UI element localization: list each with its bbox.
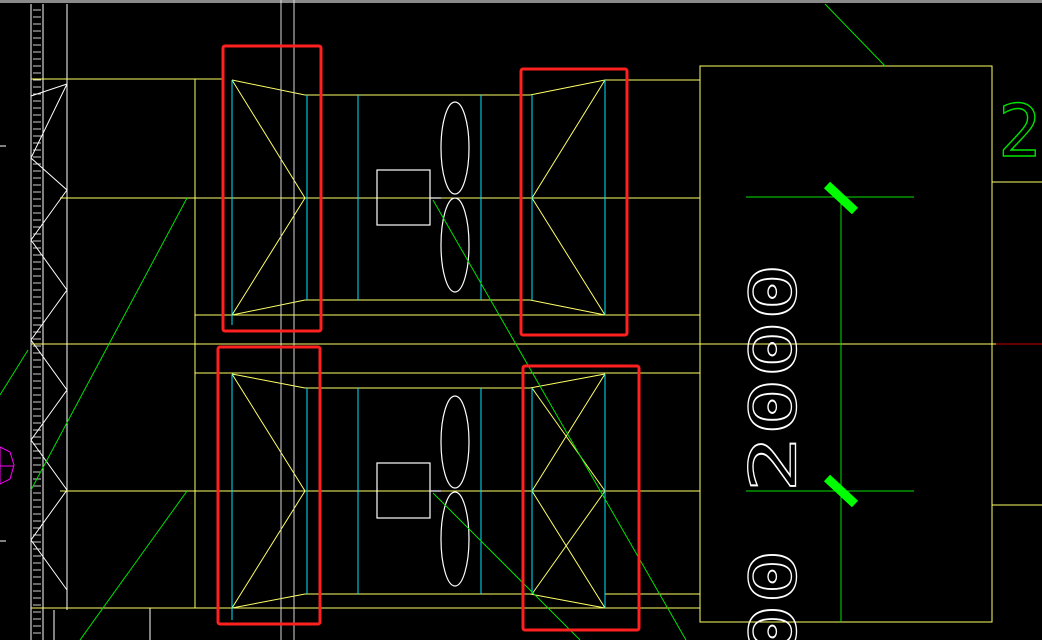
highlight-coil-bottom-left[interactable] [216,345,322,626]
window-top-edge [0,0,1042,3]
dimension-text: 2000 [738,263,812,493]
duct-outlines [31,65,1042,623]
guide-lines [280,0,295,640]
dimension-label-2000: 2000 [737,262,812,493]
fan-unit-top[interactable] [376,101,470,293]
damper-slash-icon [823,474,859,508]
highlight-coil-top-left[interactable] [221,44,323,333]
hexagon-marker-icon[interactable] [0,446,15,485]
partial-dimension-text: 00 [738,549,812,640]
highlight-boxes [216,44,641,632]
leader-lines [0,3,914,640]
coil-frames [231,80,606,620]
fan-unit-bottom[interactable] [376,395,470,587]
edge-label: 22 [998,89,1042,173]
highlight-coil-bottom-right[interactable] [521,364,641,632]
highlight-coil-top-right[interactable] [519,67,629,337]
dimension-label-partial: 00 [737,548,812,640]
ruler-ticks [33,9,41,634]
left-wall-ruler [0,4,151,640]
damper-slash-icon [823,181,859,215]
